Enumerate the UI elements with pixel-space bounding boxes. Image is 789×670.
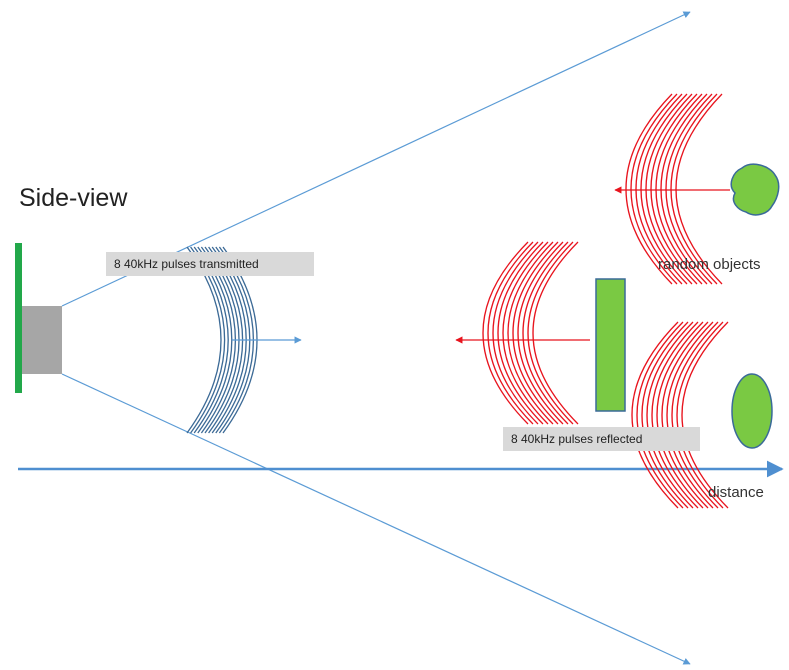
reflected-wave-bottom-arc (671, 321, 719, 509)
reflected-wave-top-arc (630, 93, 678, 285)
reflected-wave-middle-arc (532, 241, 579, 425)
sensor-board (15, 243, 22, 393)
reflected-wave-group-top (625, 93, 723, 285)
reflected-wave-top-arc (645, 93, 693, 285)
reflected-wave-bottom-arc (631, 321, 679, 509)
reflected-wave-top-arc (650, 93, 698, 285)
reflected-wave-middle-arc (512, 241, 559, 425)
reflected-wave-middle-arc (507, 241, 554, 425)
ultrasonic-sensor-icon (22, 306, 62, 374)
reflected-wave-middle-arc (487, 241, 534, 425)
reflected-wave-middle-arc (527, 241, 574, 425)
reflected-wave-bottom-arc (641, 321, 689, 509)
reflected-wave-group-bottom (631, 321, 729, 509)
objects-label: random objects (658, 256, 761, 273)
reflected-wave-middle-arc (517, 241, 564, 425)
reflected-wave-bottom-arc (651, 321, 699, 509)
reflected-wave-bottom-arc (666, 321, 714, 509)
reflected-wave-bottom-arc (681, 321, 729, 509)
distance-label: distance (708, 484, 764, 501)
reflected-wave-top-arc (655, 93, 703, 285)
reflected-wave-middle-arc (482, 241, 529, 425)
transmitted-label: 8 40kHz pulses transmitted (106, 252, 314, 276)
reflected-wave-middle-arc (492, 241, 539, 425)
reflected-label: 8 40kHz pulses reflected (503, 427, 700, 451)
reflected-wave-bottom-arc (656, 321, 704, 509)
reflected-wave-top-arc (625, 93, 673, 285)
reflected-wave-top-arc (665, 93, 713, 285)
page-title: Side-view (19, 184, 128, 212)
reflected-wave-middle-arc (497, 241, 544, 425)
rectangle-object-icon (595, 278, 626, 412)
reflected-wave-top-arc (640, 93, 688, 285)
reflected-wave-top-arc (660, 93, 708, 285)
reflected-wave-top-arc (670, 93, 718, 285)
reflected-wave-group-middle (482, 241, 579, 425)
reflected-wave-bottom-arc (661, 321, 709, 509)
ellipse-object-icon (731, 373, 773, 449)
beam-lower-line (61, 373, 691, 665)
reflected-wave-middle-arc (502, 241, 549, 425)
reflected-wave-bottom-arc (646, 321, 694, 509)
reflected-wave-bottom-arc (636, 321, 684, 509)
reflected-wave-top-arc (675, 93, 723, 285)
reflected-wave-top-arc (635, 93, 683, 285)
blob-object-icon (730, 163, 780, 216)
reflected-wave-middle-arc (522, 241, 569, 425)
reflected-wave-bottom-arc (676, 321, 724, 509)
